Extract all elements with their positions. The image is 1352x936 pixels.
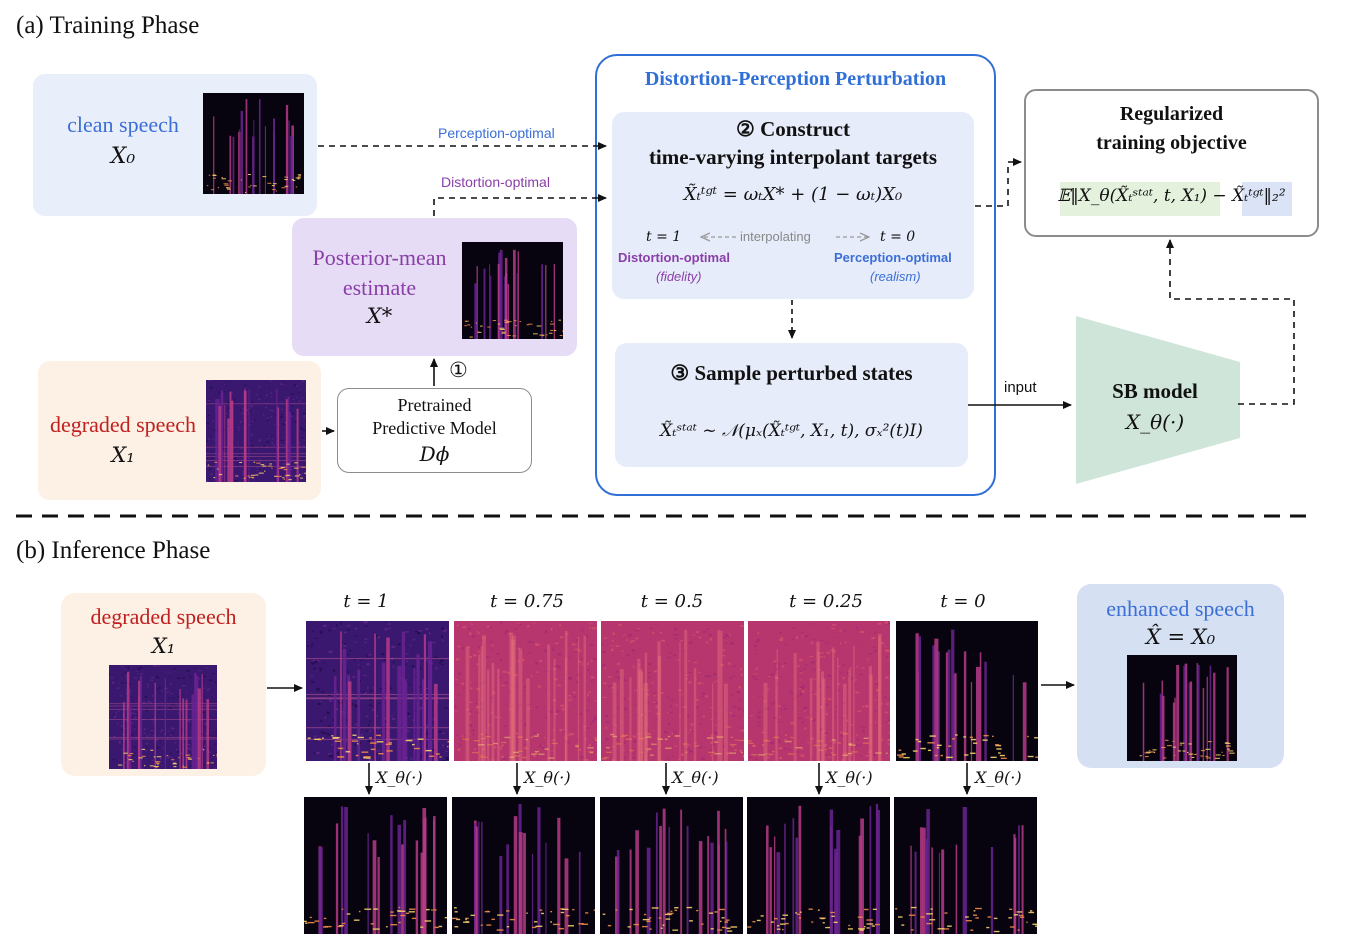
objective-title-line1: Regularized	[1119, 103, 1224, 125]
posterior-symbol: X*	[366, 304, 393, 328]
objective-box: Regularized training objective 𝔼‖X_θ(X̃ₜ…	[1024, 89, 1319, 237]
construct-formula: X̃ₜᵗᵍᵗ = ωₜX* + (1 − ωₜ)X₀	[683, 184, 903, 205]
step-label-t05: t = 0.5	[640, 591, 704, 612]
posterior-spectrogram	[462, 242, 563, 339]
pretrained-symbol: Dϕ	[419, 442, 450, 466]
degraded-speech-label: degraded speech	[50, 412, 196, 437]
prediction-spectrogram-5	[894, 797, 1037, 934]
clean-speech-symbol: X₀	[110, 144, 136, 169]
perception-optimal-label: Perception-optimal	[834, 250, 952, 265]
perception-optimal-arrow-label: Perception-optimal	[438, 125, 555, 141]
prediction-spectrogram-2	[452, 797, 595, 934]
fidelity-label: (fidelity)	[656, 269, 702, 284]
inference-degraded-symbol: X₁	[151, 634, 176, 658]
step1-marker: ①	[449, 358, 468, 382]
construct-box: ② Construct time-varying interpolant tar…	[612, 112, 974, 299]
pretrained-model-box: Pretrained Predictive Model Dϕ	[337, 388, 532, 473]
phase-divider	[16, 514, 1312, 518]
step-label-t025: t = 0.25	[789, 591, 863, 612]
degraded-speech-symbol: X₁	[111, 443, 135, 467]
step-spectrogram-t05	[601, 621, 744, 761]
inference-degraded-spectrogram	[109, 665, 217, 769]
objective-title-line2: training objective	[1096, 132, 1247, 154]
step-label-t075: t = 0.75	[490, 591, 564, 612]
model-label-4: X_θ(·)	[826, 768, 873, 787]
enhanced-speech-label: enhanced speech	[1106, 596, 1255, 621]
model-label-5: X_θ(·)	[975, 768, 1022, 787]
posterior-label-line1: Posterior-mean	[312, 245, 447, 270]
interpolating-label: interpolating	[740, 229, 811, 244]
sb-model-title: SB model	[1112, 379, 1198, 403]
distortion-arrow	[433, 194, 607, 216]
distortion-optimal-label: Distortion-optimal	[618, 250, 730, 265]
enhanced-spectrogram	[1127, 655, 1237, 761]
clean-spectrogram	[203, 93, 304, 194]
construct-title-line2: time-varying interpolant targets	[648, 145, 938, 169]
inference-degraded-label: degraded speech	[90, 604, 237, 629]
step-label-t1: t = 1	[343, 591, 389, 612]
realism-label: (realism)	[870, 269, 921, 284]
objective-highlight-blue	[1242, 182, 1292, 216]
sample-formula: X̃ₜˢᵗᵃᵗ ~ 𝒩(μₓ(X̃ₜᵗᵍᵗ, X₁, t), σₓ²(t)I)	[660, 421, 923, 441]
degraded-spectrogram	[206, 380, 306, 482]
step-spectrogram-t1	[306, 621, 449, 761]
prediction-spectrogram-1	[304, 797, 447, 934]
inference-phase-title: (b) Inference Phase	[16, 537, 211, 564]
construct-title-line1: ② Construct	[736, 117, 850, 141]
posterior-label-line2: estimate	[342, 275, 417, 300]
step-spectrogram-t025	[748, 621, 890, 761]
step-spectrogram-t075	[454, 621, 597, 761]
objective-formula: 𝔼‖X_θ(X̃ₜˢᵗᵃᵗ, t, X₁) − X̃ₜᵗᵍᵗ‖₂²	[1057, 186, 1286, 206]
prediction-spectrogram-3	[600, 797, 743, 934]
enhanced-speech-symbol: X̂ = X₀	[1145, 625, 1216, 649]
model-label-1: X_θ(·)	[376, 768, 423, 787]
pretrained-line2: Predictive Model	[372, 418, 497, 438]
clean-speech-label: clean speech	[67, 112, 179, 137]
sample-title: ③ Sample perturbed states	[670, 361, 913, 385]
dpp-title: Distortion-Perception Perturbation	[644, 68, 947, 90]
t0-label: t = 0	[880, 229, 916, 245]
prediction-spectrogram-4	[747, 797, 890, 934]
sample-box: ③ Sample perturbed states X̃ₜˢᵗᵃᵗ ~ 𝒩(μₓ…	[615, 343, 968, 467]
model-label-3: X_θ(·)	[672, 768, 719, 787]
input-label: input	[1004, 379, 1037, 396]
model-label-2: X_θ(·)	[524, 768, 571, 787]
sb-model-symbol: X_θ(·)	[1125, 410, 1185, 434]
objective-highlight-green	[1060, 182, 1220, 216]
step-spectrogram-t0	[896, 621, 1038, 761]
pretrained-line1: Pretrained	[397, 395, 472, 415]
step-label-t0: t = 0	[940, 591, 986, 612]
distortion-optimal-arrow-label: Distortion-optimal	[441, 174, 550, 190]
training-phase-title: (a) Training Phase	[16, 12, 200, 39]
t1-label: t = 1	[646, 229, 682, 245]
